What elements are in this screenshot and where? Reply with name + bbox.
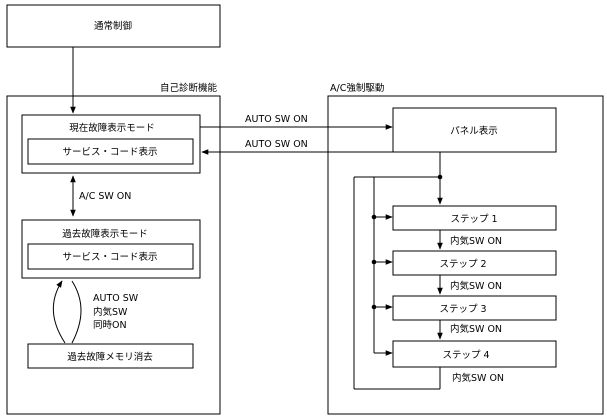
clear-condition-line-2: 内気SW <box>93 306 128 318</box>
step-2-label: ステップ 2 <box>439 259 486 270</box>
step-2-box <box>392 250 557 276</box>
forced-drive-title: A/C強制駆動 <box>330 82 384 94</box>
step-3-label: ステップ 3 <box>439 304 486 315</box>
normal-control-label: 通常制御 <box>94 20 132 32</box>
step-1-box <box>392 205 557 231</box>
to-diagnosis-label: AUTO SW ON <box>245 139 308 150</box>
self-diagnosis-frame <box>6 95 221 415</box>
step1-transition-label: 内気SW ON <box>450 235 502 247</box>
past-service-code-label: サービス・コード表示 <box>62 251 157 263</box>
panel-display-label: パネル表示 <box>450 125 498 137</box>
step4-transition-label: 内気SW ON <box>452 372 504 384</box>
step2-transition-label: 内気SW ON <box>450 280 502 292</box>
current-service-code-label: サービス・コード表示 <box>62 146 157 158</box>
step-4-label: ステップ 4 <box>442 350 489 361</box>
current-service-code-box <box>27 138 194 165</box>
memory-clear-return-arrow <box>52 280 66 344</box>
bus-dot-3 <box>371 304 377 310</box>
ac-sw-on-label: A/C SW ON <box>79 191 131 202</box>
step-3-box <box>392 295 557 321</box>
normal-control-box <box>6 4 221 48</box>
current-fault-mode-label: 現在故障表示モード <box>69 122 155 134</box>
memory-clear-loop-line <box>71 280 82 344</box>
past-service-code-box <box>27 243 194 270</box>
bus-dot-1 <box>371 214 377 220</box>
forced-drive-frame <box>327 95 604 415</box>
memory-clear-box <box>27 343 194 369</box>
step3-transition-label: 内気SW ON <box>450 323 502 335</box>
bus-dot-2 <box>371 259 377 265</box>
step-1-label: ステップ 1 <box>450 214 497 225</box>
past-fault-mode-label: 過去故障表示モード <box>62 228 148 240</box>
panel-display-box <box>392 107 557 153</box>
self-diagnosis-title: 自己診断機能 <box>160 82 218 94</box>
clear-condition-line-3: 同時ON <box>93 320 127 331</box>
step-4-box <box>392 340 557 368</box>
to-forced-drive-label: AUTO SW ON <box>245 114 308 125</box>
clear-condition-line-1: AUTO SW <box>93 293 139 304</box>
memory-clear-label: 過去故障メモリ消去 <box>67 351 153 363</box>
